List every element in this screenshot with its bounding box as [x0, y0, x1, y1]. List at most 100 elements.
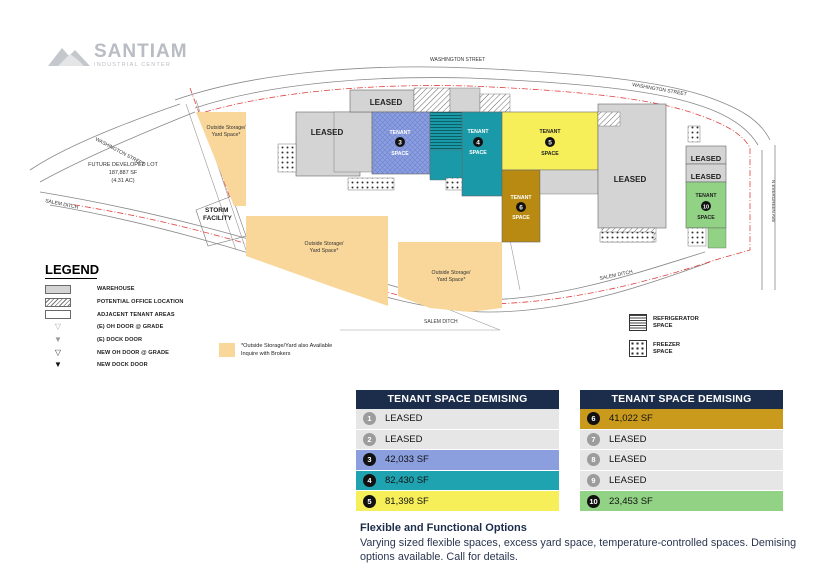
svg-text:SPACE: SPACE — [469, 150, 487, 156]
site-plan-map: WASHINGTON STREET WASHINGTON STREET WASH… — [29, 57, 776, 331]
freezer-swatch — [629, 340, 647, 357]
options-section: Flexible and Functional Options Varying … — [360, 522, 810, 565]
yard-space-top: Outside Storage/ Yard Space* — [196, 112, 246, 206]
yard-note: *Outside Storage/Yard also Available Inq… — [219, 343, 332, 358]
legend-item: ▽NEW OH DOOR @ GRADE — [45, 346, 245, 359]
legend-item: ▼(E) DOCK DOOR — [45, 334, 245, 347]
legend-swatch — [45, 284, 71, 294]
tenant-space-6: TENANT 6 SPACE — [501, 169, 541, 243]
demising-table-title: TENANT SPACE DEMISING — [580, 390, 783, 409]
logo-name: SANTIAM — [94, 41, 188, 62]
svg-text:(4.31 AC): (4.31 AC) — [111, 178, 134, 184]
svg-text:Yard Space*: Yard Space* — [212, 132, 241, 138]
space-number-badge: 1 — [363, 412, 376, 426]
svg-text:3: 3 — [398, 140, 402, 147]
svg-text:4: 4 — [476, 140, 480, 147]
door-triangle-icon: ▽ — [54, 322, 62, 332]
space-number-badge: 3 — [363, 453, 376, 467]
refrigerator-key: REFRIGERATOR SPACE — [629, 314, 699, 331]
svg-text:SPACE: SPACE — [512, 215, 530, 221]
building-leased-north: LEASED — [349, 87, 511, 113]
space-number-badge: 2 — [363, 432, 376, 446]
legend-item: ▼ NEW DOCK DOOR — [45, 359, 245, 372]
svg-text:TENANT: TENANT — [539, 129, 561, 135]
yard-note-line-2: Inquire with Brokers — [241, 350, 291, 357]
svg-text:187,887 SF: 187,887 SF — [109, 170, 138, 176]
svg-text:10: 10 — [703, 205, 709, 211]
demising-table-title: TENANT SPACE DEMISING — [356, 390, 559, 409]
svg-text:TENANT: TENANT — [695, 193, 717, 199]
legend-list: WAREHOUSE POTENTIAL OFFICE LOCATION ADJACE… — [45, 283, 245, 372]
legend-label: NEW OH DOOR @ GRADE — [97, 349, 169, 356]
demising-row: 1 LEASED — [356, 409, 559, 430]
space-number-badge: 7 — [587, 432, 600, 446]
svg-text:SPACE: SPACE — [541, 151, 559, 157]
svg-text:FACILITY: FACILITY — [203, 215, 233, 222]
door-triangle-icon: ▼ — [54, 360, 62, 370]
tenant-space-5: TENANT 5 SPACE — [501, 111, 599, 171]
svg-text:SPACE: SPACE — [391, 151, 409, 157]
tenant-space-3: TENANT 3 SPACE — [371, 111, 431, 175]
svg-text:Yard Space*: Yard Space* — [437, 277, 466, 283]
space-number-badge: 9 — [587, 474, 600, 488]
legend-label: ADJACENT TENANT AREAS — [97, 311, 175, 318]
svg-text:FUTURE DEVELOPED LOT: FUTURE DEVELOPED LOT — [88, 162, 158, 168]
svg-text:5: 5 — [548, 140, 552, 147]
demising-row: 9 LEASED — [580, 470, 783, 492]
legend-label: (E) DOCK DOOR — [97, 337, 143, 344]
options-body: Varying sized flexible spaces, excess ya… — [360, 537, 797, 564]
space-number-badge: 4 — [363, 474, 376, 488]
street-label-salem-right: SALEM DITCH — [599, 269, 634, 282]
space-size-text: 41,022 SF — [609, 413, 653, 425]
legend-label: (E) OH DOOR @ GRADE — [97, 324, 164, 331]
road-lines — [29, 66, 776, 313]
space-number-badge: 8 — [587, 453, 600, 467]
svg-text:Outside Storage/: Outside Storage/ — [305, 241, 344, 247]
legend-swatch — [45, 310, 71, 320]
walkway-lines — [185, 99, 521, 331]
demising-row: 3 42,033 SF — [356, 450, 559, 471]
space-size-text: 42,033 SF — [385, 454, 429, 466]
legend-swatch — [45, 297, 71, 307]
tenant-space-4: TENANT 4 SPACE — [429, 111, 503, 197]
svg-text:Outside Storage/: Outside Storage/ — [432, 270, 471, 276]
yard-space-mid-left: Outside Storage/ Yard Space* — [246, 216, 388, 306]
space-size-text: LEASED — [609, 475, 647, 487]
space-size-text: 23,453 SF — [609, 495, 653, 507]
space-size-text: LEASED — [385, 413, 423, 425]
svg-text:LEASED: LEASED — [614, 175, 647, 184]
yard-space-mid-right: Outside Storage/ Yard Space* — [398, 242, 502, 312]
freezer-key: FREEZER SPACE — [629, 340, 693, 357]
svg-text:STORM: STORM — [205, 207, 228, 214]
space-number-badge: 10 — [587, 494, 600, 508]
tenant-space-10: TENANT 10 SPACE — [685, 181, 727, 249]
legend-label: NEW DOCK DOOR — [97, 362, 148, 369]
legend-item: POTENTIAL OFFICE LOCATION — [45, 296, 245, 309]
legend-item: WAREHOUSE — [45, 283, 245, 296]
demising-row: 6 41,022 SF — [580, 409, 783, 430]
yard-swatch — [219, 343, 235, 357]
space-size-text: 82,430 SF — [385, 475, 429, 487]
legend-label: WAREHOUSE — [97, 286, 135, 293]
legend-label: POTENTIAL OFFICE LOCATION — [97, 299, 184, 306]
street-label-salem-left: SALEM DITCH — [45, 198, 80, 211]
building-leased-far-east: LEASED LEASED — [685, 145, 727, 183]
building-leased-west: LEASED — [295, 111, 373, 177]
street-label-washington-top: WASHINGTON STREET — [430, 57, 485, 63]
yard-note-line-1: *Outside Storage/Yard also Available — [241, 343, 333, 349]
svg-text:LEASED: LEASED — [691, 172, 722, 181]
demising-row: 10 23,453 SF — [580, 491, 783, 512]
svg-text:6: 6 — [519, 205, 523, 212]
space-number-badge: 6 — [587, 412, 600, 426]
freezer-label: FREEZER SPACE — [653, 341, 681, 355]
svg-text:LEASED: LEASED — [311, 128, 344, 137]
